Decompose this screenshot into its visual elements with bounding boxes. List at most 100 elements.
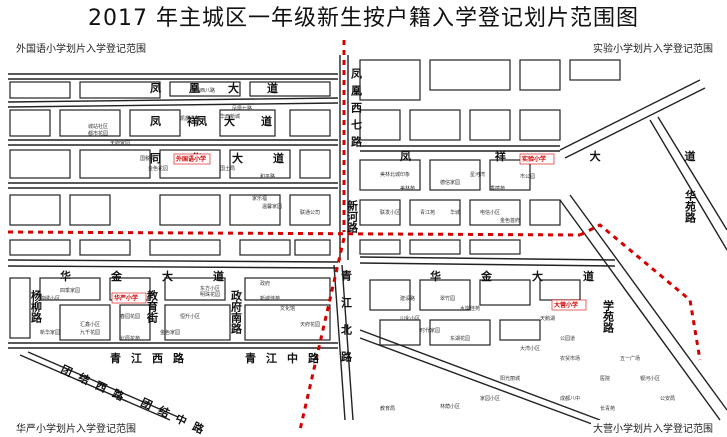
place-label: 家乐福 [252,195,267,202]
svg-text:大营小学: 大营小学 [554,301,578,309]
city-block [229,194,281,226]
place-label: 凤凰西八路 [190,87,215,94]
city-block [239,239,291,256]
place-label: 政府 [260,280,270,287]
place-label: 成都八中 [560,395,580,402]
city-block [289,109,331,137]
city-block [164,277,226,301]
city-block [9,277,31,339]
city-block [499,319,541,341]
place-label: 公安局 [660,395,675,402]
city-block [429,319,491,346]
city-block [299,149,331,179]
city-block [429,159,481,191]
place-label: 凯旋佳苑 [180,115,200,122]
city-block [9,239,71,256]
city-block [9,194,61,226]
place-label: 新华家园 [40,329,60,336]
city-block [229,149,291,179]
place-label: 城站社区 [88,123,108,130]
school-huayan: 华严小学 [111,292,147,304]
place-label: 青江苑 [420,209,435,216]
city-block [419,279,471,311]
city-block [289,194,331,226]
place-label: 天府家园 [110,140,130,147]
place-label: 北辰花苑 [120,335,140,342]
road-fengxiang-right: 凤 祥 大 道 [400,149,727,163]
place-label: 东方小区 [200,285,220,292]
place-label: 公园道 [560,335,575,342]
place-label: 天府花园 [300,321,320,328]
place-label: 新城佳苑 [260,295,280,302]
road-huayuan: 华苑路 [684,189,698,224]
place-label: 国税局 [140,155,155,162]
svg-text:华严小学: 华严小学 [114,294,138,302]
place-label: 和平路 [260,173,275,180]
road-fengxiang: 凤祥大道 [150,114,298,128]
city-block [359,239,401,255]
road-qingjiang-m: 青江中路 [245,351,329,365]
place-label: 金色花园 [148,165,168,172]
city-block [244,277,331,301]
region-label-bottom-left: 华严小学划片入学登记范围 [14,420,138,435]
city-block [164,304,231,341]
page-title: 2017 年主城区一年级新生按户籍入学登记划片范围图 [88,6,639,31]
city-block [79,149,151,179]
city-block [149,239,221,256]
place-label: 汇鑫小区 [80,321,100,328]
place-label: 明珠花园 [200,291,220,298]
place-label: 时代家园 [420,327,440,334]
place-label: 联通公司 [300,209,320,216]
city-block [489,159,531,191]
city-block [129,109,181,137]
city-block [119,304,151,341]
city-block [359,199,401,226]
city-block [244,304,331,341]
city-block [469,199,521,226]
city-block [169,81,241,97]
city-block [429,59,511,91]
city-block [519,109,561,141]
school-waiguoyu: 外国语小学 [173,153,211,165]
road-edges [7,55,727,425]
place-label: 水岸佳苑 [460,305,480,312]
place-label: 建设路 [400,295,415,302]
place-label: 温馨家园 [262,203,282,210]
place-label: 华西新城 [220,113,240,120]
city-block [159,194,221,226]
place-label: 长青苑 [600,405,615,412]
city-block [409,239,461,255]
place-label: 恒升小区 [180,313,200,320]
road-qingjiang-w: 青江西路 [110,351,194,365]
city-block [469,239,521,255]
city-block [9,149,71,179]
place-label: 东湖花园 [450,335,470,342]
place-label: 川化小区 [400,315,420,322]
place-label: 星河湾 [470,171,485,178]
city-block [479,279,531,306]
place-label: 金色首府 [500,217,520,224]
city-block [409,109,461,141]
road-fenghuang: 凤凰大道 [150,81,306,95]
place-label: 家园小区 [480,395,500,402]
vertical-road-labels: 凤凰西七路 青江北路 新河路 杨柳路 教育街 政府南路 学苑路 华苑路 [30,68,698,378]
place-label: 春园花园 [120,313,140,320]
city-block [409,199,461,226]
place-label: 四季家园 [60,287,80,294]
region-label-top-left: 外国语小学划片入学登记范围 [14,40,148,55]
city-block [59,304,111,341]
road-xuyuan: 学苑路 [602,299,616,334]
place-label: 香樟苑 [490,185,505,192]
school-daying: 大营小学 [551,299,587,311]
place-label: 美林北城印象 [380,171,410,178]
road-qingjiang-n: 青江北路 [340,269,353,378]
place-label: 电信小区 [480,209,500,216]
place-labels: 凤凰西八路凤凰七路城站社区都市花园凯旋佳苑华西新城天府家园国税局金色花园国土局和… [40,87,675,412]
city-block [294,239,331,256]
city-block [359,159,421,191]
city-block [59,109,121,137]
school-shiyan: 实验小学 [519,153,555,165]
place-label: 五一广场 [620,355,640,362]
